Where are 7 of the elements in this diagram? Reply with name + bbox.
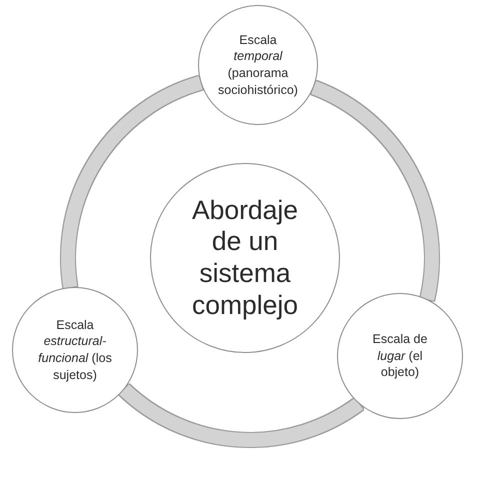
node-label: Abordaje de un sistema complejo bbox=[190, 194, 300, 322]
node-label: Escala estructural-funcional (los sujetos) bbox=[37, 316, 113, 384]
ring-segment bbox=[310, 81, 439, 300]
node-label: Escala de lugar (el objeto) bbox=[372, 331, 428, 381]
ring-segment bbox=[120, 384, 363, 447]
ring-segment bbox=[61, 76, 203, 288]
node-label: Escala temporal (panorama sociohistórico) bbox=[217, 32, 299, 98]
